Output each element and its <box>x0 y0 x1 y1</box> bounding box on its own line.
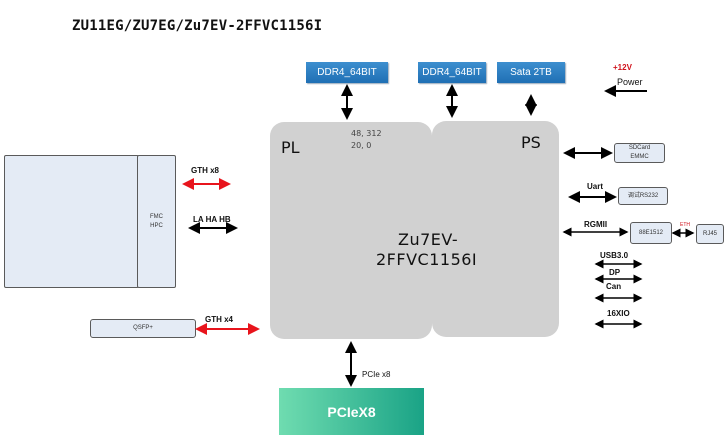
pl-ddr4-label: DDR4_64BIT <box>317 67 377 78</box>
chip-name-line2: 2FFVC1156I <box>376 250 478 269</box>
rgmii-label: RGMII <box>584 220 608 229</box>
rj45-box: RJ45 <box>696 224 724 244</box>
chip-name-line1: Zu7EV- <box>398 230 459 249</box>
pcie-box-label: PCIeX8 <box>327 403 376 420</box>
uart-label: Uart <box>587 182 604 191</box>
power-label: Power <box>617 77 643 87</box>
pcie-x8-box: PCIeX8 <box>279 388 424 435</box>
pl-label: PL <box>281 138 300 157</box>
dp-label: DP <box>609 268 621 277</box>
pl-note-line2: 20, 0 <box>351 141 372 150</box>
gth-x8-label: GTH x8 <box>191 166 220 175</box>
gth-x4-label: GTH x4 <box>205 315 234 324</box>
sdcard-emmc-box: SDCard EMMC <box>614 143 665 163</box>
diagram-title: ZU11EG/ZU7EG/Zu7EV-2FFVC1156I <box>72 18 323 34</box>
ps-label: PS <box>521 133 541 152</box>
pcie-x8-link-label: PCIe x8 <box>362 370 391 379</box>
la-ha-hb-label: LA HA HB <box>193 215 231 224</box>
sata-label: Sata 2TB <box>510 67 552 78</box>
rs232-box: 调试RS232 <box>618 187 668 205</box>
qsfp-label: QSFP+ <box>133 325 153 331</box>
pl-ddr4-box: DDR4_64BIT <box>306 62 388 83</box>
carrier-board-box <box>4 155 139 288</box>
ps-ddr4-label: DDR4_64BIT <box>422 67 482 78</box>
pl-note-line1: 48, 312 <box>351 129 382 138</box>
16xio-label: 16XIO <box>607 309 630 318</box>
ps-ddr4-box: DDR4_64BIT <box>418 62 486 83</box>
can-label: Can <box>606 282 622 291</box>
eth-label: ETH <box>680 222 690 228</box>
fmc-hpc-box: FMC HPC <box>137 155 176 288</box>
fmc-line1: FMC <box>150 213 163 220</box>
sdcard-line2: EMMC <box>630 154 649 160</box>
sdcard-line1: SDCard <box>628 145 651 151</box>
fmc-line2: HPC <box>150 222 163 229</box>
phy-label: 88E1512 <box>638 229 664 236</box>
rs232-label: 调试RS232 <box>627 192 659 199</box>
sata-box: Sata 2TB <box>497 62 565 83</box>
usb3-label: USB3.0 <box>600 251 629 260</box>
pl-block <box>270 122 432 339</box>
ps-block <box>432 121 559 337</box>
qsfp-box: QSFP+ <box>90 319 196 338</box>
power-voltage-label: +12V <box>613 63 632 72</box>
rj45-label: RJ45 <box>702 230 717 237</box>
